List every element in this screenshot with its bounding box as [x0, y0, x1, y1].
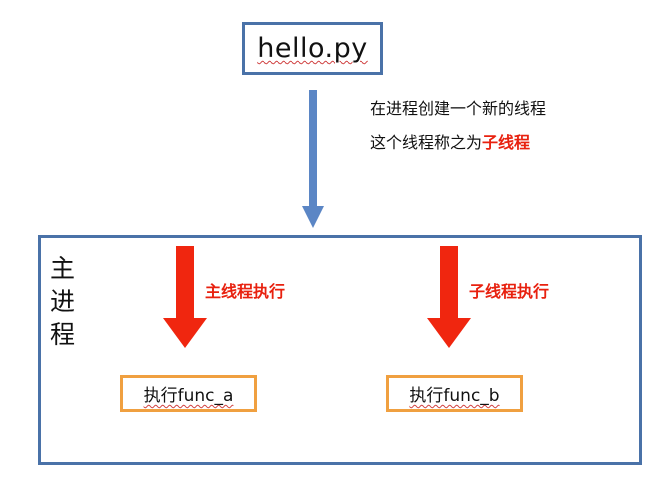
blue-down-arrow [302, 90, 324, 228]
thread-creation-note: 在进程创建一个新的线程 这个线程称之为子线程 [370, 92, 546, 160]
child-thread-label: 子线程执行 [469, 282, 550, 301]
child-thread-red-arrow [427, 246, 471, 348]
func-b-box: 执行func_b [386, 375, 523, 412]
note-line-2-prefix: 这个线程称之为 [370, 133, 483, 152]
note-line-2: 这个线程称之为子线程 [370, 126, 546, 160]
note-child-thread-highlight: 子线程 [482, 133, 531, 152]
main-thread-label: 主线程执行 [205, 282, 286, 301]
func-b-label: 执行func_b [409, 386, 500, 406]
hello-py-box: hello.py [242, 22, 383, 75]
func-a-box: 执行func_a [120, 375, 257, 412]
func-a-label: 执行func_a [143, 386, 234, 406]
hello-py-label: hello.py [257, 33, 368, 64]
main-thread-red-arrow [163, 246, 207, 348]
main-process-box [38, 235, 642, 465]
note-line-1: 在进程创建一个新的线程 [370, 99, 547, 118]
main-process-label: 主进程 [50, 254, 76, 349]
